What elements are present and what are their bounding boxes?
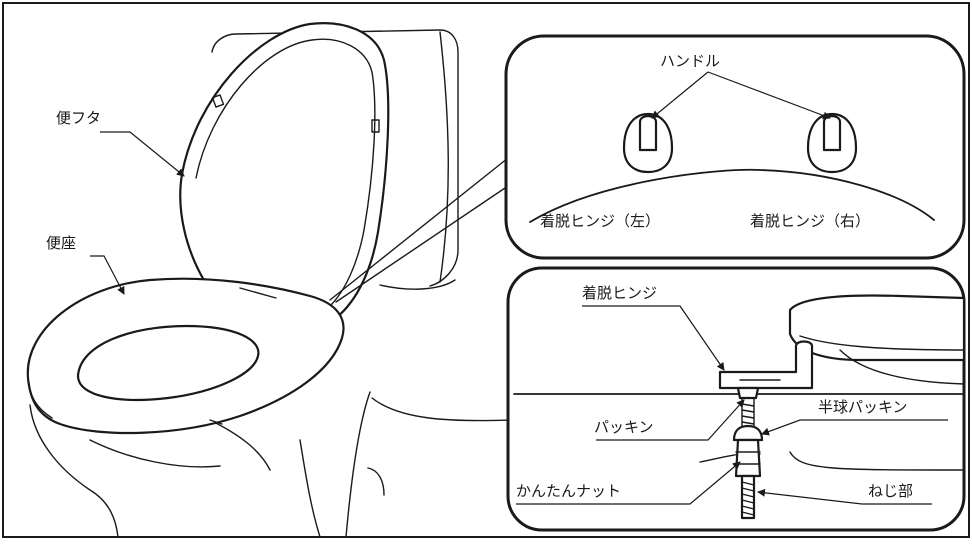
hinge-bracket (718, 340, 814, 390)
leader-thread (757, 488, 932, 505)
leader-seat (90, 255, 125, 295)
packing (736, 386, 760, 400)
seat-bumper (209, 419, 223, 425)
leader-hemisphere-packing (761, 419, 948, 436)
lid-bumper-left (211, 94, 225, 108)
easy-nut (734, 438, 762, 478)
leader-hinge (582, 305, 725, 371)
callout-line-top-a (329, 157, 509, 301)
tank-base (379, 279, 456, 290)
underside-curve-right (789, 451, 965, 471)
tank-side-edge (439, 31, 449, 283)
label-easy-nut: かんたんナット (516, 482, 621, 500)
leader-handle-right (707, 71, 831, 120)
detail-panel-mounting (506, 266, 966, 532)
handle-right (822, 114, 842, 152)
seat-thickness (27, 379, 53, 419)
label-seat: 便座 (46, 234, 76, 252)
label-hinge: 着脱ヒンジ (582, 284, 657, 302)
bowl-contour (209, 419, 271, 471)
leader-handle-left (651, 71, 709, 119)
bowl-front (29, 404, 119, 538)
leader-lid (100, 131, 185, 177)
bowl-lower-rim (89, 439, 221, 468)
leader-easy-nut (516, 461, 741, 505)
seat-edge-line (799, 335, 965, 351)
bowl-foot (367, 467, 385, 496)
callout-line-top-b (335, 185, 509, 303)
bowl-side-curve (299, 439, 321, 538)
panel-top-border (504, 34, 966, 260)
label-lid: 便フタ (56, 109, 101, 127)
lid-inner-edge (195, 38, 376, 307)
hemisphere-packing (732, 424, 764, 442)
leader-packing (596, 399, 745, 441)
handle-left (638, 114, 658, 152)
seat-back-curve (529, 168, 935, 223)
seat-opening (76, 324, 260, 401)
callout-line-bottom (371, 397, 511, 422)
label-handle: ハンドル (660, 52, 720, 70)
bolt-lower-thread (741, 481, 755, 516)
label-hinge-left: 着脱ヒンジ（左） (540, 212, 660, 230)
detail-panel-handles (504, 34, 966, 260)
bolt-lower (740, 474, 756, 520)
label-thread: ねじ部 (868, 482, 913, 500)
label-hinge-right: 着脱ヒンジ（右） (750, 212, 870, 230)
label-packing: パッキン (594, 418, 654, 436)
bolt-upper-thread (741, 403, 755, 425)
toilet-illustration (26, 22, 511, 538)
seat-lower-edge (839, 349, 965, 385)
bowl-back (345, 391, 371, 538)
lid-bumper-right (371, 119, 380, 133)
tank-outline (211, 29, 459, 287)
seat-hinge-cover (239, 287, 277, 299)
label-hemisphere-packing: 半球パッキン (818, 398, 908, 416)
